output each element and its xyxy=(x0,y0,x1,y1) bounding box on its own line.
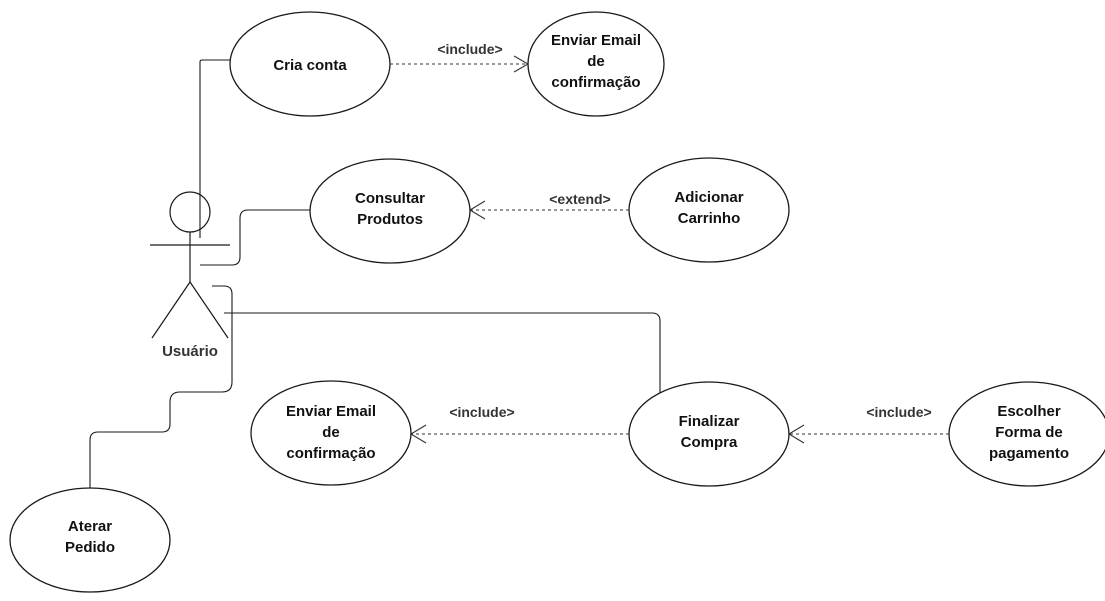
use-case-label: confirmação xyxy=(286,445,375,462)
use-case-consultar-produtos[interactable]: Consultar Produtos xyxy=(309,158,471,264)
stereotype-label: <include> xyxy=(449,404,514,420)
assoc-aterar-pedido xyxy=(89,285,233,490)
include-relation-pagamento[interactable]: <include> xyxy=(787,404,949,444)
use-case-label: Carrinho xyxy=(678,210,741,227)
use-case-label: Produtos xyxy=(357,211,423,228)
use-case-aterar-pedido[interactable]: Aterar Pedido xyxy=(9,487,171,593)
use-case-label: de xyxy=(587,53,605,70)
use-case-label: Adicionar xyxy=(674,189,743,206)
use-case-label: Consultar xyxy=(355,190,425,207)
use-case-adicionar-carrinho[interactable]: Adicionar Carrinho xyxy=(628,157,790,263)
extend-relation-carrinho[interactable]: <extend> xyxy=(468,191,629,220)
stereotype-label: <include> xyxy=(437,41,502,57)
use-case-enviar-email-bottom[interactable]: Enviar Email de confirmação xyxy=(250,380,412,486)
use-case-label: Finalizar xyxy=(679,413,740,430)
use-case-label: Aterar xyxy=(68,518,112,535)
assoc-finalizar-compra xyxy=(224,312,661,394)
use-case-finalizar-compra[interactable]: Finalizar Compra xyxy=(628,381,790,487)
use-case-label: Enviar Email xyxy=(551,32,641,49)
use-case-enviar-email-top[interactable]: Enviar Email de confirmação xyxy=(527,11,665,117)
use-case-label: Forma de xyxy=(995,424,1063,441)
include-relation-email-top[interactable]: <include> xyxy=(390,41,530,73)
stereotype-label: <include> xyxy=(866,404,931,420)
actor-leg-left xyxy=(151,281,191,339)
include-relation-email-bottom[interactable]: <include> xyxy=(409,404,629,444)
use-case-label: confirmação xyxy=(551,74,640,91)
stereotype-label: <extend> xyxy=(549,191,610,207)
use-case-escolher-forma[interactable]: Escolher Forma de pagamento xyxy=(948,381,1105,487)
actor-label: Usuário xyxy=(162,343,218,360)
use-case-label: Pedido xyxy=(65,539,115,556)
use-case-cria-conta[interactable]: Cria conta xyxy=(229,11,391,117)
assoc-cria-conta xyxy=(199,59,232,238)
use-case-label: Enviar Email xyxy=(286,403,376,420)
actor-usuario[interactable]: Usuário xyxy=(150,191,230,360)
actor-head xyxy=(169,191,211,233)
use-case-label: Compra xyxy=(681,434,738,451)
use-case-label: pagamento xyxy=(989,445,1069,462)
use-case-label: de xyxy=(322,424,340,441)
actor-leg-right xyxy=(189,281,229,339)
use-case-label: Cria conta xyxy=(273,57,347,74)
use-case-label: Escolher xyxy=(997,403,1061,420)
assoc-consultar-produtos xyxy=(200,209,312,266)
